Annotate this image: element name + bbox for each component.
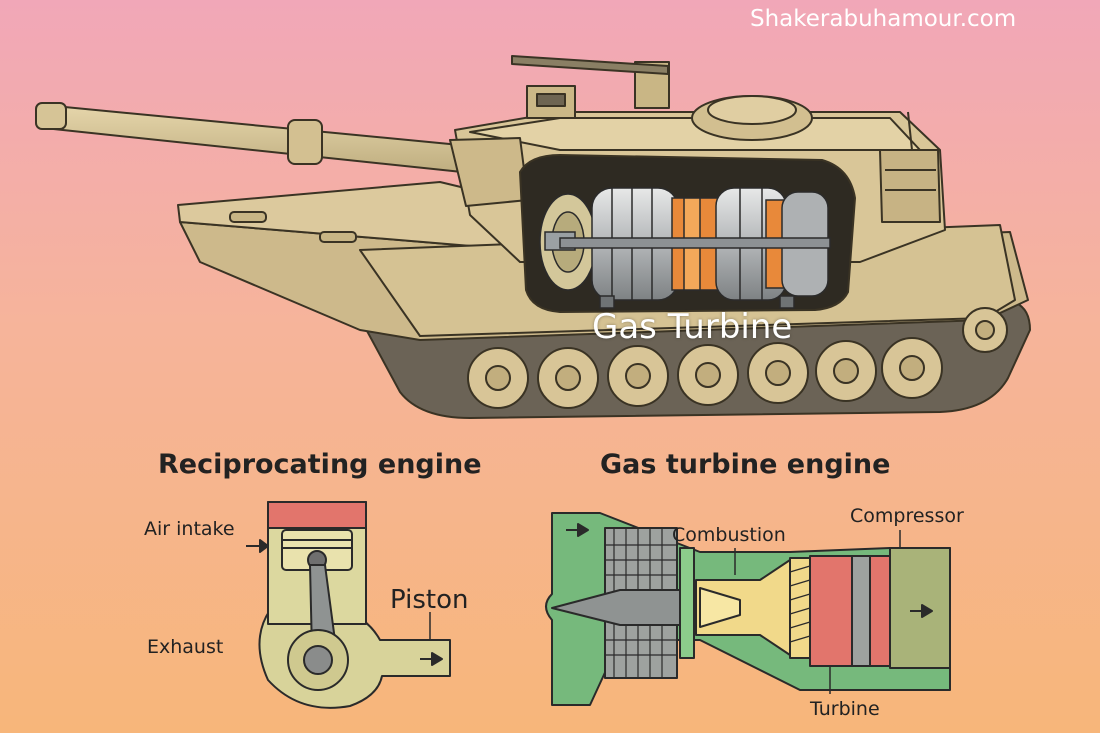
reciprocating-title: Reciprocating engine — [158, 449, 482, 480]
tank-evacuator — [287, 119, 323, 165]
air-intake-label: Air intake — [144, 518, 235, 540]
reciprocating-diagram — [246, 501, 451, 709]
turbine-blades — [789, 557, 811, 659]
exhaust-section — [889, 547, 951, 669]
gas-turbine-title: Gas turbine engine — [600, 449, 891, 480]
turbine-in-tank — [539, 187, 831, 309]
watermark: Shakerabuhamour.com — [750, 6, 1017, 32]
gas-turbine-diagram — [545, 512, 951, 706]
road-wheels — [467, 307, 1008, 409]
exhaust-label: Exhaust — [147, 636, 224, 658]
cylinder-head — [267, 501, 367, 529]
turbine-label: Turbine — [810, 698, 880, 720]
turbine-red — [809, 555, 853, 667]
compressor-label: Compressor — [850, 505, 964, 527]
tank-caption: Gas Turbine — [592, 307, 793, 347]
tank-mg — [511, 55, 669, 75]
combustion-label: Combustion — [672, 524, 786, 546]
center-spike — [551, 589, 681, 626]
tank-muzzle — [35, 102, 67, 130]
piston-label: Piston — [390, 585, 469, 615]
